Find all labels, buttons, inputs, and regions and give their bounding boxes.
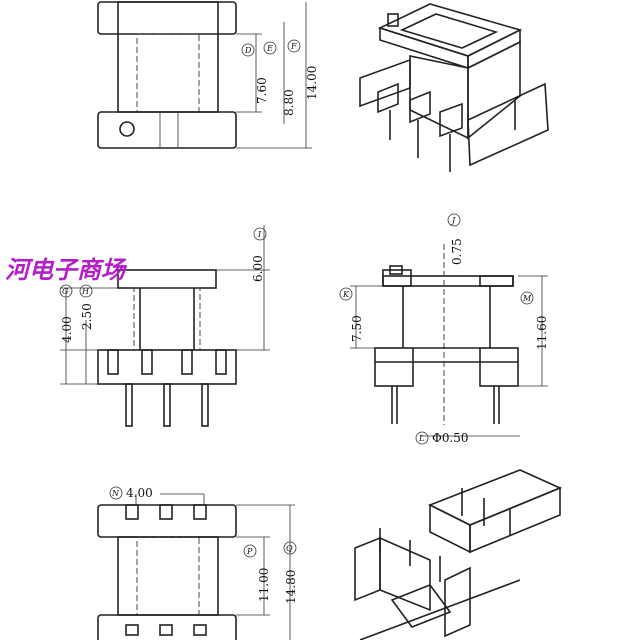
dim-4-00-bottom: 4.00 (126, 486, 153, 500)
label-i: I (257, 230, 262, 239)
dim-14-00: 14.00 (305, 66, 319, 100)
label-f: F (290, 42, 297, 51)
label-m: M (522, 294, 532, 303)
isometric-view-top (359, 3, 549, 172)
top-view: D E F 7.60 8.80 14.00 (97, 1, 319, 149)
label-h: H (81, 287, 90, 296)
dim-2-50: 2.50 (80, 303, 94, 330)
dim-14-80: 14.80 (284, 570, 298, 604)
label-q: Q (286, 544, 293, 553)
label-j: J (450, 216, 456, 225)
side-view: G H I 4.00 2.50 6.00 (59, 225, 270, 427)
watermark-text: 河电子商场 (5, 255, 128, 284)
isometric-view-bottom (354, 469, 563, 640)
label-p: P (246, 547, 253, 556)
bottom-view: N P Q 4.00 11.00 14.80 (97, 486, 298, 640)
label-e: E (266, 44, 273, 53)
front-view: J K M L 0.75 7.50 11.60 Φ0.50 (339, 213, 549, 445)
dim-6-00: 6.00 (251, 255, 265, 282)
dim-phi-0-50: Φ0.50 (432, 431, 469, 445)
label-n: N (111, 489, 120, 498)
label-g: G (62, 287, 69, 296)
dim-4-00: 4.00 (60, 316, 74, 343)
label-l: L (418, 434, 424, 443)
dim-7-60: 7.60 (255, 77, 269, 104)
label-d: D (244, 46, 252, 55)
dim-0-75: 0.75 (450, 238, 464, 265)
dim-8-80: 8.80 (282, 89, 296, 116)
dim-11-00: 11.00 (257, 568, 271, 602)
dim-11-60: 11.60 (535, 316, 549, 350)
dim-7-50: 7.50 (350, 315, 364, 342)
label-k: K (342, 290, 350, 299)
